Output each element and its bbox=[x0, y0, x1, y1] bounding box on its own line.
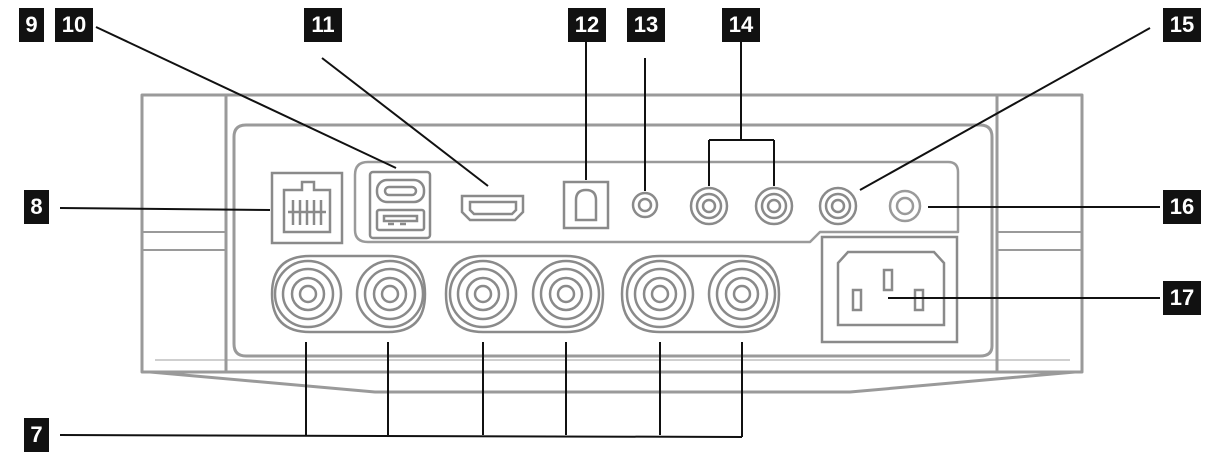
trigger-jack-icon bbox=[888, 189, 922, 223]
callout-15: 15 bbox=[1163, 8, 1201, 42]
usb-a-port-icon bbox=[375, 208, 426, 232]
callout-14: 14 bbox=[722, 8, 760, 42]
callout-13: 13 bbox=[627, 8, 665, 42]
hdmi-port-icon bbox=[460, 194, 525, 222]
callout-16: 16 bbox=[1163, 190, 1201, 224]
leader-line-15 bbox=[859, 27, 1151, 191]
rca-input-icon bbox=[689, 186, 794, 226]
subwoofer-out-icon bbox=[818, 186, 858, 226]
callout-11: 11 bbox=[304, 8, 342, 42]
leader-line-8 bbox=[59, 207, 271, 211]
speaker-terminal-pair-2 bbox=[444, 254, 605, 334]
speaker-terminal-pair-1 bbox=[270, 254, 427, 334]
callout-7: 7 bbox=[24, 418, 49, 452]
usb-c-port-icon bbox=[368, 170, 432, 240]
callout-9: 9 bbox=[19, 8, 44, 42]
device-housing-outline bbox=[140, 93, 1084, 374]
optical-port-icon bbox=[562, 180, 610, 230]
callout-12: 12 bbox=[568, 8, 606, 42]
speaker-terminal-pair-3 bbox=[620, 254, 781, 334]
speaker-terminal-icon bbox=[270, 254, 781, 334]
recessed-panel bbox=[232, 123, 994, 358]
callout-10: 10 bbox=[55, 8, 93, 42]
leader-line-7 bbox=[59, 434, 743, 438]
ethernet-port-icon bbox=[270, 171, 344, 245]
leader-lines bbox=[59, 26, 1160, 438]
power-socket-icon bbox=[820, 235, 959, 344]
leader-line-11 bbox=[321, 57, 489, 187]
callout-17: 17 bbox=[1163, 281, 1201, 315]
audio-jack-icon bbox=[631, 191, 659, 219]
callout-8: 8 bbox=[24, 190, 49, 224]
port-strip bbox=[353, 160, 960, 244]
device-foot-outline bbox=[149, 370, 1076, 394]
leader-line-10 bbox=[95, 26, 397, 169]
